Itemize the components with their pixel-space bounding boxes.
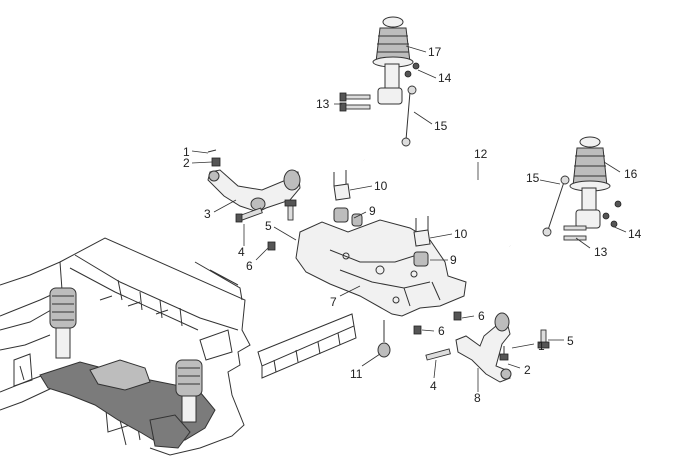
- callout-5-left: 5: [265, 219, 272, 233]
- callout-12: 12: [474, 147, 488, 161]
- callout-9-right: 9: [450, 253, 457, 267]
- clamp-10-right: [413, 216, 431, 247]
- callout-14-top: 14: [438, 71, 452, 85]
- strut-nuts-14-right: [602, 200, 622, 228]
- nut-6-left: [267, 241, 276, 251]
- stabilizer-bar-12: [363, 154, 520, 248]
- nut-6-lower: [413, 325, 422, 335]
- callout-labels: 1 2 3 4 5 6 7 9 10 10 9 11 12 17 14 13 1…: [183, 45, 642, 405]
- callout-5-right: 5: [567, 334, 574, 348]
- ball-joint-bolt-1-2-left: [207, 149, 221, 167]
- callout-13-top: 13: [316, 97, 330, 111]
- installed-subframe: [39, 359, 216, 449]
- installed-right-strut: [175, 359, 203, 423]
- lower-arm-8: [455, 312, 512, 383]
- bolt-5-left: [284, 199, 297, 221]
- callout-1-left: 1: [183, 145, 190, 159]
- callout-2-left: 2: [183, 156, 190, 170]
- bushing-9-right: [413, 251, 429, 267]
- callout-11: 11: [350, 367, 363, 381]
- bushing-9-left: [333, 207, 363, 227]
- callout-2-right: 2: [524, 363, 531, 377]
- callout-1-right: 1: [538, 339, 545, 353]
- callout-17: 17: [428, 45, 442, 59]
- bolt-4-right: [425, 348, 451, 361]
- callout-4-right: 4: [430, 379, 437, 393]
- strut-assembly-17: [372, 16, 414, 105]
- mount-bushing-11: [377, 320, 391, 358]
- callout-10-right: 10: [454, 227, 468, 241]
- strut-bolts-13-right: [563, 225, 587, 241]
- stabilizer-link-15-top: [401, 85, 417, 147]
- installed-left-strut: [49, 287, 77, 359]
- callout-10-left: 10: [374, 179, 388, 193]
- callout-7: 7: [330, 295, 337, 309]
- stabilizer-link-15-right: [542, 175, 570, 237]
- callout-13-right: 13: [594, 245, 608, 259]
- callout-6-lower: 6: [438, 324, 445, 338]
- callout-16: 16: [624, 167, 638, 181]
- callout-6-left: 6: [246, 259, 253, 273]
- callout-6-right: 6: [478, 309, 485, 323]
- callout-4-left: 4: [238, 245, 245, 259]
- nut-6-right: [453, 311, 462, 321]
- strut-bolts-13-top: [339, 92, 371, 112]
- callout-14-right: 14: [628, 227, 642, 241]
- leader-lines: [191, 45, 627, 392]
- bolt-4-left: [235, 207, 263, 223]
- subframe-7: [295, 219, 467, 317]
- strut-nuts-14-top: [404, 62, 420, 78]
- callout-15-top: 15: [434, 119, 448, 133]
- callout-3: 3: [204, 207, 211, 221]
- callout-15-right: 15: [526, 171, 540, 185]
- callout-9-left: 9: [369, 204, 376, 218]
- ball-joint-bolt-1-right: [499, 346, 509, 361]
- strut-assembly-16: [569, 136, 611, 229]
- bolt-5-right: [537, 329, 550, 349]
- callout-8: 8: [474, 391, 481, 405]
- clamp-10-left: [333, 170, 351, 201]
